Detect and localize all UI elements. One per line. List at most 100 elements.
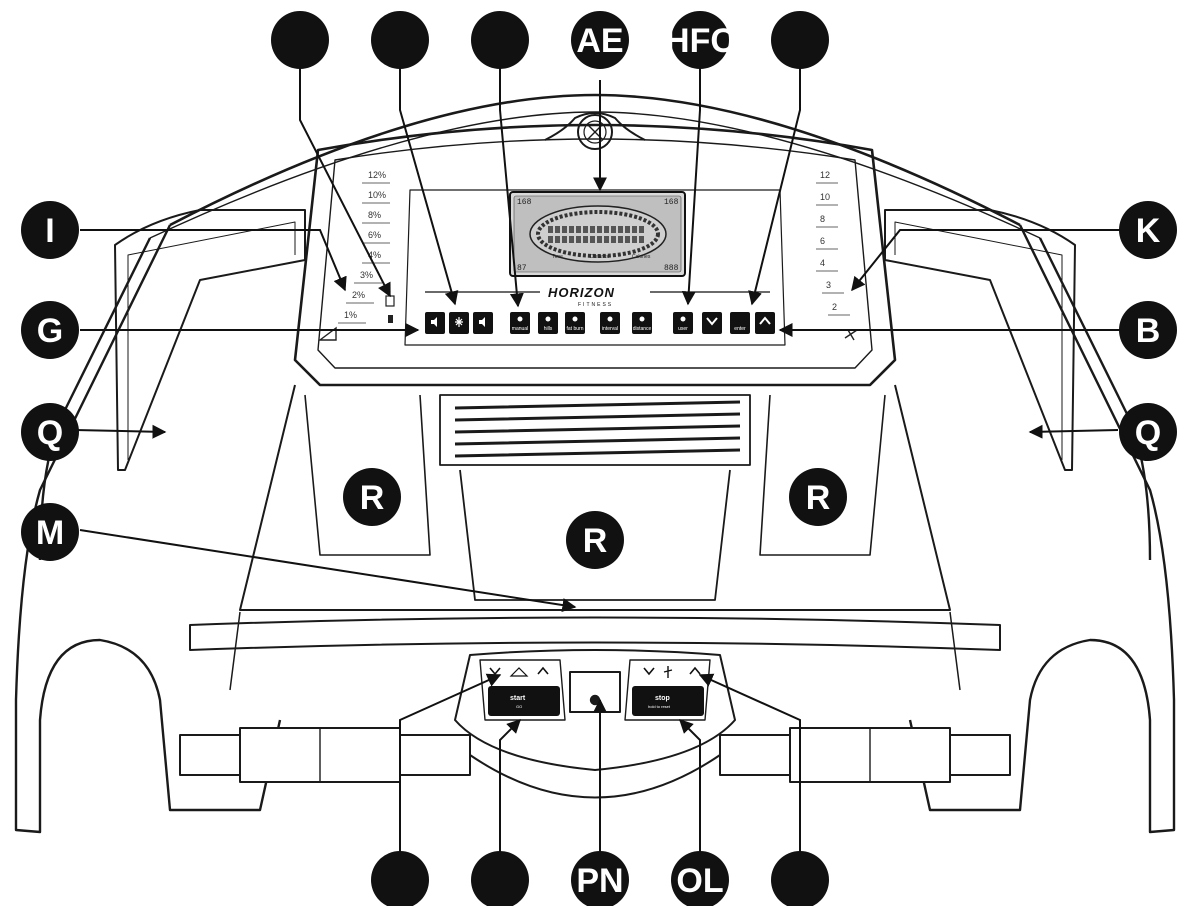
callout-circle (471, 11, 529, 69)
manual-button[interactable]: manual (510, 312, 530, 334)
chevron-up-icon (537, 666, 549, 675)
speed-scale-label: 2 (832, 302, 837, 312)
lcd-bar-cell (548, 226, 553, 233)
callout-i: I (21, 201, 79, 259)
callout-letter: Q (37, 414, 63, 452)
distance-program-icon (639, 316, 645, 322)
stop-key-sub: hold to reset (648, 704, 671, 709)
incline-scale-label: 4% (368, 250, 381, 260)
chevron-up-icon (689, 666, 701, 675)
callout-letter: K (1136, 212, 1161, 250)
button-face (510, 312, 530, 334)
user-button[interactable]: user (673, 312, 693, 334)
hills-button[interactable]: hills (538, 312, 558, 334)
button-face (673, 312, 693, 334)
callout-letter: PN (576, 862, 623, 900)
lcd-bar-cell (569, 226, 574, 233)
callout-letter: R (583, 522, 608, 560)
callout-circle (771, 11, 829, 69)
callout-letter: OL (676, 862, 723, 900)
lcd-readout-bottom-right: 888 (664, 264, 679, 273)
lcd-bar-cell (611, 226, 616, 233)
chevron-down-button[interactable] (702, 312, 722, 334)
lcd-bar-cell (639, 226, 644, 233)
lcd-label-left: Time (552, 254, 563, 260)
speed-scale-label: 6 (820, 236, 825, 246)
lcd-bar-cell (639, 236, 644, 243)
incline-scale-label: 10% (368, 190, 386, 200)
lcd-bar-cell (590, 236, 595, 243)
callout-hfc: HFC (665, 11, 735, 69)
runner-icon (844, 329, 858, 341)
lcd-bar-cell (562, 236, 567, 243)
lcd-bar-cell (625, 236, 630, 243)
interval-button[interactable]: interval (600, 312, 620, 334)
speed-scale-label: 4 (820, 258, 825, 268)
volume-up-button[interactable] (473, 312, 493, 334)
lcd-bar-cell (604, 226, 609, 233)
incline-scale-label: 1% (344, 310, 357, 320)
callout-unlabeled (371, 851, 429, 906)
stop-key-label: stop (655, 695, 670, 702)
callout-m: M (21, 503, 79, 561)
callout-circle (21, 301, 79, 359)
user-program-icon (680, 316, 686, 322)
volume-down-button[interactable] (425, 312, 445, 334)
callout-circle (571, 11, 629, 69)
fan-button[interactable] (449, 312, 469, 334)
stop-key[interactable]: stop hold to reset (632, 686, 704, 716)
callout-letter: B (1136, 312, 1161, 350)
callout-circle (1119, 201, 1177, 259)
incline-icon (317, 326, 337, 341)
lcd-bar-cell (590, 226, 595, 233)
lcd-readout-bottom-left: 87 (517, 264, 527, 273)
start-key-label: start (510, 695, 526, 702)
lcd-bar-cell (583, 226, 588, 233)
button-face (755, 312, 775, 334)
interval-program-icon (607, 316, 613, 322)
lcd-bar-cell (632, 226, 637, 233)
incline-up-key[interactable] (537, 666, 549, 675)
callout-q: Q (1119, 403, 1177, 461)
callout-circle (671, 11, 729, 69)
callout-circle (1119, 403, 1177, 461)
button-face (730, 312, 750, 334)
button-label: distance (633, 326, 652, 332)
callout-r: R (343, 468, 401, 526)
callout-q: Q (21, 403, 79, 461)
callout-circle (771, 851, 829, 906)
lcd-bar-cell (548, 236, 553, 243)
incline-icon (509, 667, 529, 677)
start-key[interactable]: start GO (488, 686, 560, 716)
chevron-up-button[interactable] (755, 312, 775, 334)
brand-logo: HORIZON (548, 285, 615, 300)
chevron-down-icon (489, 667, 501, 676)
callout-g: G (21, 301, 79, 359)
button-label: fat burn (567, 326, 584, 332)
callout-letter: Q (1135, 414, 1161, 452)
callout-circle (343, 468, 401, 526)
enter-button[interactable]: enter (730, 312, 750, 334)
incline-down-key[interactable] (489, 667, 501, 676)
callout-letter: G (37, 312, 63, 350)
callout-circle (21, 201, 79, 259)
callout-r: R (566, 511, 624, 569)
incline-scale-label: 12% (368, 170, 386, 180)
speed-up-key[interactable] (689, 666, 701, 675)
fat-burn-button[interactable]: fat burn (565, 312, 585, 334)
lcd-bar-cell (576, 226, 581, 233)
lcd-bar-cell (632, 236, 637, 243)
callout-circle (271, 11, 329, 69)
button-label: user (678, 326, 688, 332)
lcd-readout-top-left: 168 (517, 198, 532, 207)
speed-scale-label: 10 (820, 192, 830, 202)
chevron-down-icon (706, 317, 718, 326)
speed-down-key[interactable] (643, 667, 655, 676)
distance-button[interactable]: distance (632, 312, 652, 334)
chevron-down-icon (643, 667, 655, 676)
callout-unlabeled (771, 851, 829, 906)
callout-ol: OL (671, 851, 729, 906)
callout-circle (571, 851, 629, 906)
